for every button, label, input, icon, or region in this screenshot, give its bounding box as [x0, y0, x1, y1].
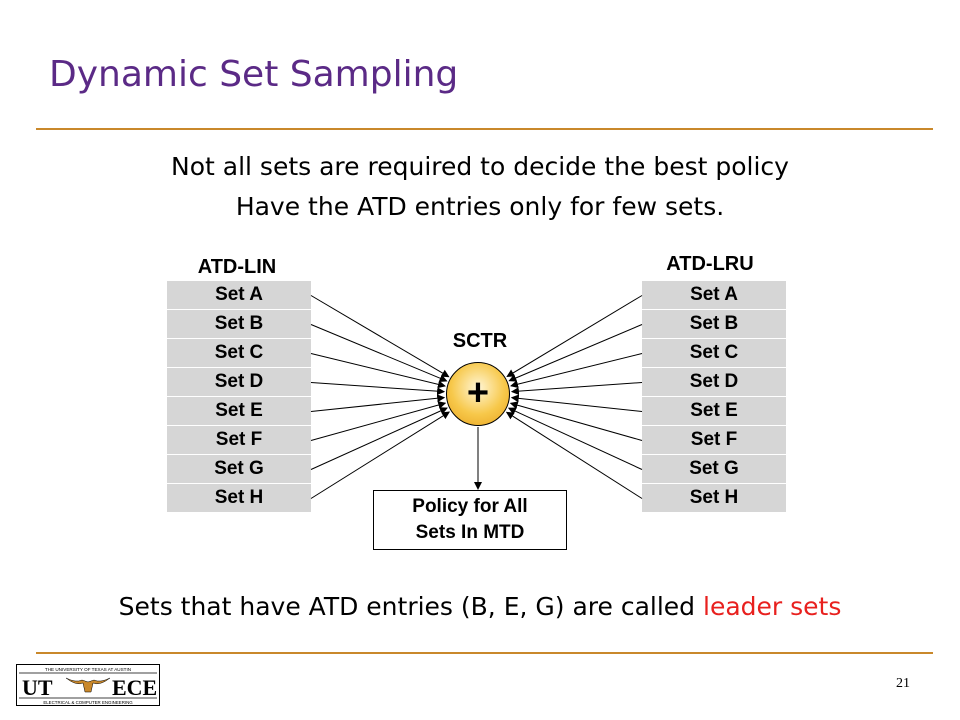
left-set-arrow — [310, 407, 448, 470]
policy-box: Policy for All Sets In MTD — [373, 490, 567, 550]
left-set-arrow — [310, 324, 448, 382]
logo-bottom-caption: ELECTRICAL & COMPUTER ENGINEERING — [43, 700, 133, 705]
atd-lin-set: Set B — [167, 310, 311, 338]
left-set-arrow — [310, 295, 450, 378]
atd-lin-set: Set E — [167, 397, 311, 425]
sctr-counter: + — [446, 362, 510, 426]
atd-lin-set: Set G — [167, 455, 311, 483]
logo-ut-text: UT — [22, 675, 53, 700]
atd-lru-set: Set B — [642, 310, 786, 338]
logo-top-caption: THE UNIVERSITY OF TEXAS AT AUSTIN — [45, 667, 131, 672]
text-line-2: Have the ATD entries only for few sets. — [235, 192, 725, 221]
left-set-arrow — [310, 394, 446, 412]
sctr-label: SCTR — [452, 330, 508, 352]
atd-lru-label: ATD-LRU — [666, 253, 754, 275]
bottom-divider — [36, 652, 933, 654]
right-set-arrow — [509, 401, 643, 441]
atd-lru-set: Set A — [642, 281, 786, 309]
slide-title: Dynamic Set Sampling — [49, 54, 459, 95]
page-number: 21 — [896, 676, 910, 691]
right-set-arrow — [507, 407, 643, 470]
atd-lru-set: Set H — [642, 484, 786, 512]
logo-ece-text: ECE — [112, 675, 157, 700]
policy-line-2: Sets In MTD — [415, 522, 525, 543]
left-set-arrow — [310, 411, 451, 499]
right-set-arrow — [510, 382, 643, 396]
leader-sets-note: Sets that have ATD entries (B, E, G) are… — [0, 592, 960, 621]
right-set-arrow — [505, 411, 643, 499]
atd-lru-set: Set C — [642, 339, 786, 367]
left-set-arrow — [310, 401, 447, 441]
text-line-1: Not all sets are required to decide the … — [171, 152, 789, 181]
atd-lin-set: Set A — [167, 281, 311, 309]
left-set-arrow — [310, 382, 446, 396]
atd-lru-set-list: Set A Set B Set C Set D Set E Set F Set … — [642, 281, 786, 513]
atd-lru-set: Set G — [642, 455, 786, 483]
policy-line-1: Policy for All — [412, 496, 528, 517]
atd-lru-set: Set D — [642, 368, 786, 396]
atd-lin-set-list: Set A Set B Set C Set D Set E Set F Set … — [167, 281, 311, 513]
ut-ece-logo: THE UNIVERSITY OF TEXAS AT AUSTIN UT ECE… — [16, 664, 160, 706]
atd-lru-set: Set E — [642, 397, 786, 425]
atd-lin-set: Set F — [167, 426, 311, 454]
atd-lru-set: Set F — [642, 426, 786, 454]
atd-lin-label: ATD-LIN — [197, 256, 277, 278]
atd-lin-set: Set C — [167, 339, 311, 367]
top-divider — [36, 128, 933, 130]
longhorn-icon — [65, 677, 111, 693]
atd-lin-set: Set H — [167, 484, 311, 512]
right-set-arrow — [510, 394, 643, 412]
leader-sets-highlight: leader sets — [703, 592, 842, 621]
right-set-arrow — [506, 295, 643, 378]
atd-lin-set: Set D — [167, 368, 311, 396]
right-set-arrow — [508, 324, 643, 382]
left-set-arrow — [310, 353, 446, 389]
leader-sets-text: Sets that have ATD entries (B, E, G) are… — [118, 592, 703, 621]
right-set-arrow — [510, 353, 643, 389]
